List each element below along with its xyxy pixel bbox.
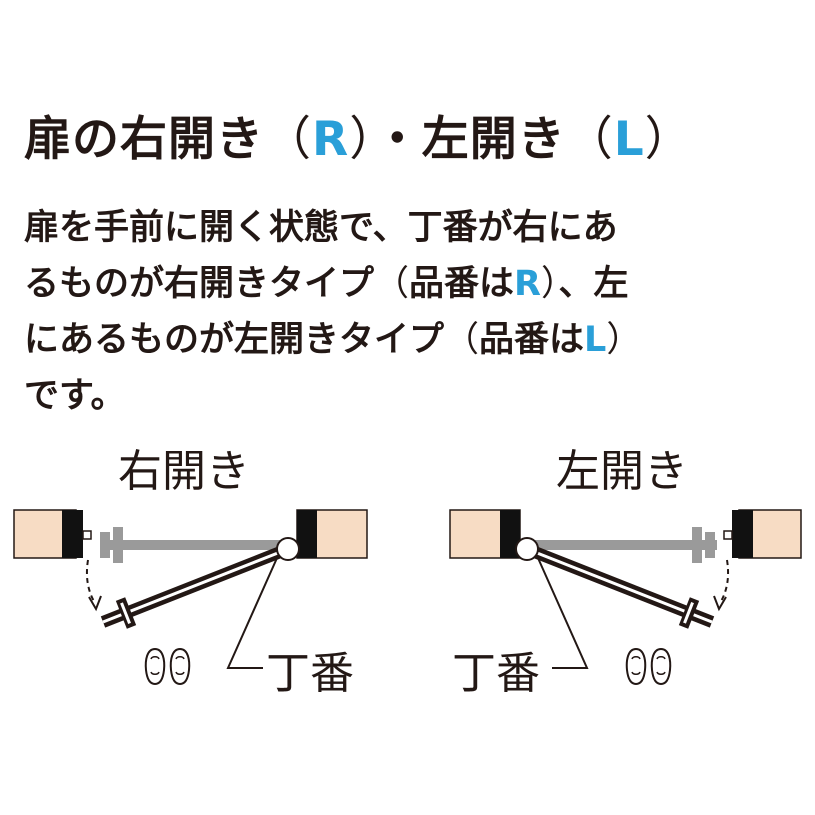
swing-arc	[719, 559, 730, 604]
footprint-left	[144, 648, 166, 685]
desc-line-2: るものが右開きタイプ（品番はR）、左	[24, 256, 804, 312]
title-r-code: R	[312, 112, 350, 167]
paren-open-2: （	[565, 112, 614, 167]
desc-line-2-b: 品番は	[409, 264, 515, 304]
desc-line-4: です。	[24, 376, 126, 416]
hinge-leader	[226, 557, 278, 669]
latch-strike	[82, 530, 92, 540]
desc-line-2-a: るものが右開きタイプ	[24, 264, 375, 304]
description: 扉を手前に開く状態で、丁番が右にあ るものが右開きタイプ（品番はR）、左 にある…	[24, 200, 804, 424]
hinge-label: 丁番	[452, 648, 540, 699]
hinge-leader	[537, 557, 589, 669]
door-stop-left	[62, 510, 83, 558]
paren-close: ）	[349, 112, 374, 167]
hinge-label: 丁番	[266, 648, 354, 699]
desc-r-code: R	[514, 264, 541, 304]
hinge-jamb	[297, 510, 317, 558]
footprint-left	[625, 648, 647, 685]
hinge-pin	[515, 537, 539, 561]
footprint-right	[169, 648, 191, 685]
hinge-jamb	[500, 510, 520, 558]
left-open-diagram: 左開き 丁番	[449, 446, 802, 699]
closed-handle-b	[113, 527, 123, 563]
right-open-diagram: 右開き 丁番	[13, 446, 368, 699]
desc-l-code: L	[584, 320, 607, 360]
desc-line-2-c: 、左	[558, 264, 629, 304]
paren: （	[374, 264, 410, 304]
door-closed	[100, 540, 290, 550]
door-stop-right	[732, 510, 753, 558]
page-title: 扉の右開き（R）・左開き（L）	[24, 116, 693, 163]
title-middle: ・左開き	[373, 112, 566, 167]
door-open-inner	[526, 547, 713, 624]
door-closed	[527, 540, 717, 550]
swing-arc	[85, 559, 96, 604]
closed-handle-a	[100, 532, 110, 558]
hinge-pin	[276, 537, 300, 561]
right-open-label: 右開き	[118, 446, 250, 497]
closed-handle-a	[705, 532, 715, 558]
paren-close-2: ）	[644, 112, 693, 167]
door-open-inner	[102, 547, 289, 624]
desc-line-1: 扉を手前に開く状態で、丁番が右にあ	[24, 208, 618, 248]
latch-strike	[723, 530, 733, 540]
title-text: 扉の右開き	[24, 112, 264, 167]
paren: （	[444, 320, 480, 360]
footprint-right	[650, 648, 672, 685]
open-handle	[678, 597, 700, 629]
paren: ）	[541, 264, 559, 304]
left-open-label: 左開き	[556, 446, 688, 497]
desc-line-3-b: 品番は	[479, 320, 585, 360]
paren: ）	[606, 320, 642, 360]
open-handle	[115, 597, 137, 629]
title-l-code: L	[613, 112, 645, 167]
swing-arrow	[88, 595, 102, 612]
closed-handle-b	[692, 527, 702, 563]
swing-arrow	[713, 595, 727, 612]
desc-line-3: にあるものが左開きタイプ（品番はL）	[24, 312, 804, 368]
paren-open: （	[264, 112, 312, 167]
desc-line-3-a: にあるものが左開きタイプ	[24, 320, 445, 360]
